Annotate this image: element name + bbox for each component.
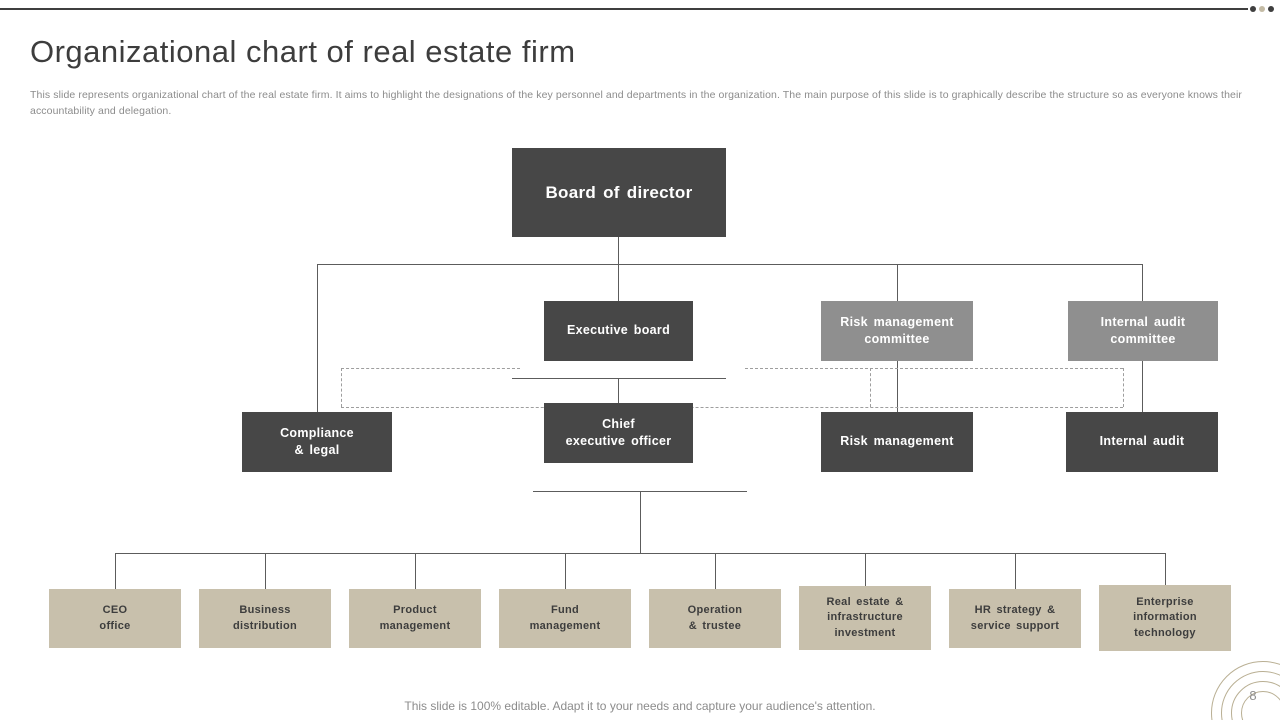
org-node-business-distribution[interactable]: Business distribution: [199, 589, 331, 648]
org-node-enterprise-information-technology[interactable]: Enterprise information technology: [1099, 585, 1231, 651]
org-node-ceo-office[interactable]: CEO office: [49, 589, 181, 648]
org-node-label: Compliance & legal: [280, 425, 354, 458]
dashed-line-middle: [870, 368, 871, 407]
accent-dot-3: [1268, 6, 1274, 12]
org-node-label: Board of director: [545, 182, 693, 202]
connector-to-executive-board: [618, 264, 619, 301]
org-node-chief-executive-officer[interactable]: Chief executive officer: [544, 403, 693, 463]
org-node-internal-audit-committee[interactable]: Internal audit committee: [1068, 301, 1218, 361]
org-node-label: Real estate & infrastructure investment: [826, 595, 904, 639]
connector-dept-8: [1165, 553, 1166, 589]
org-node-real-estate-infrastructure-investment[interactable]: Real estate & infrastructure investment: [799, 586, 931, 650]
connector-dept-2: [265, 553, 266, 589]
org-node-board-of-director[interactable]: Board of director: [512, 148, 726, 237]
connector-to-audit-committee: [1142, 264, 1143, 301]
connector-dept-5: [715, 553, 716, 589]
org-node-hr-strategy-service-support[interactable]: HR strategy & service support: [949, 589, 1081, 648]
org-node-label: Chief executive officer: [565, 416, 672, 449]
connector-to-compliance: [317, 264, 318, 412]
org-node-risk-management[interactable]: Risk management: [821, 412, 973, 472]
top-accent-bar: [0, 8, 1248, 10]
connector-ceo-feed: [640, 491, 641, 553]
org-node-compliance-legal[interactable]: Compliance & legal: [242, 412, 392, 472]
connector-auditcom-to-audit: [1142, 361, 1143, 412]
decoration-ring-inner: [1241, 691, 1280, 720]
org-node-label: Internal audit: [1099, 434, 1185, 449]
org-node-internal-audit[interactable]: Internal audit: [1066, 412, 1218, 472]
dashed-line-top-right: [745, 368, 1123, 369]
org-node-label: Product management: [379, 604, 451, 632]
connector-dept-3: [415, 553, 416, 589]
org-node-label: Internal audit committee: [1100, 314, 1186, 347]
connector-dept-4: [565, 553, 566, 589]
org-node-label: Enterprise information technology: [1133, 595, 1197, 639]
page-number: 8: [1249, 688, 1257, 703]
dashed-line-right: [1123, 368, 1124, 407]
connector-riskcom-to-riskmgmt: [897, 361, 898, 412]
org-node-fund-management[interactable]: Fund management: [499, 589, 631, 648]
org-node-label: HR strategy & service support: [970, 604, 1060, 632]
accent-dot-1: [1250, 6, 1256, 12]
connector-departments-bus: [115, 553, 1165, 554]
footer-note: This slide is 100% editable. Adapt it to…: [404, 699, 876, 713]
page-title: Organizational chart of real estate firm: [30, 34, 576, 69]
dashed-line-left: [341, 368, 342, 407]
connector-dept-6: [865, 553, 866, 589]
connector-level2-bus: [317, 264, 1142, 265]
slide-description: This slide represents organizational cha…: [30, 89, 1242, 118]
org-node-label: Business distribution: [232, 604, 298, 632]
org-node-label: Executive board: [566, 323, 671, 338]
org-node-risk-management-committee[interactable]: Risk management committee: [821, 301, 973, 361]
org-node-label: Fund management: [529, 604, 601, 632]
accent-dot-2: [1259, 6, 1265, 12]
connector-dept-1: [115, 553, 116, 589]
connector-dept-7: [1015, 553, 1016, 589]
org-node-operation-trustee[interactable]: Operation & trustee: [649, 589, 781, 648]
org-node-label: Operation & trustee: [687, 604, 743, 632]
connector-board-down: [618, 237, 619, 264]
org-node-label: Risk management: [840, 434, 954, 449]
connector-ceo-stub: [512, 378, 726, 379]
connector-to-risk-committee: [897, 264, 898, 301]
connector-stub-to-ceo: [618, 378, 619, 403]
dashed-line-bottom: [341, 407, 1123, 408]
org-node-label: CEO office: [99, 604, 131, 632]
org-node-label: Risk management committee: [840, 314, 954, 347]
org-node-product-management[interactable]: Product management: [349, 589, 481, 648]
org-node-executive-board[interactable]: Executive board: [544, 301, 693, 361]
dashed-line-top-left: [341, 368, 520, 369]
